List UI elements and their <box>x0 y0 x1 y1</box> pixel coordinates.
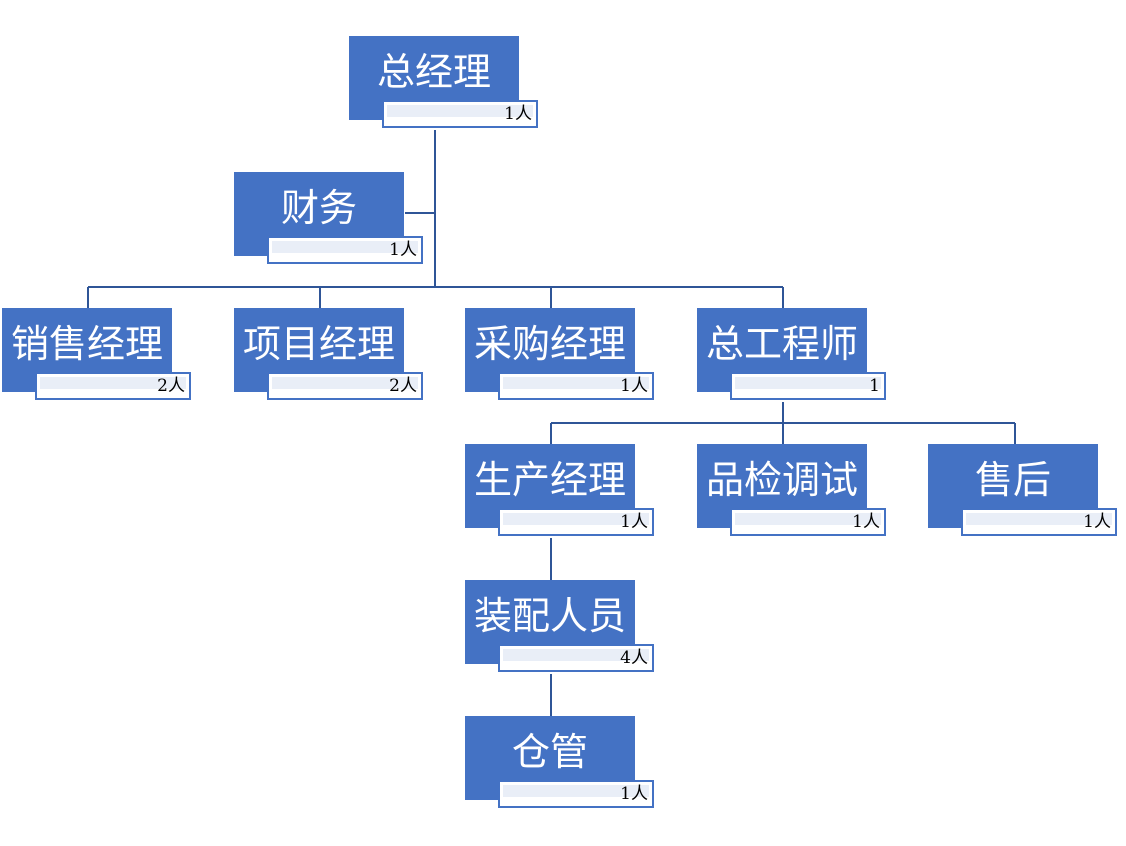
headcount-tag: 1人 <box>498 780 654 808</box>
headcount-label: 2人 <box>389 376 417 396</box>
node-general-manager: 总经理 1人 <box>349 36 539 132</box>
tag-highlight <box>503 513 649 525</box>
node-sales-manager: 销售经理 2人 <box>2 308 192 404</box>
tag-highlight <box>40 377 186 389</box>
node-assembly-staff: 装配人员 4人 <box>465 580 655 676</box>
tag-highlight <box>735 377 881 389</box>
tag-highlight <box>272 377 418 389</box>
headcount-label: 4人 <box>620 648 648 668</box>
node-finance: 财务 1人 <box>234 172 424 268</box>
headcount-tag: 2人 <box>35 372 191 400</box>
node-after-sales: 售后 1人 <box>928 444 1118 540</box>
node-purchasing-manager: 采购经理 1人 <box>465 308 655 404</box>
tag-highlight <box>503 649 649 661</box>
node-warehouse-keeper: 仓管 1人 <box>465 716 655 812</box>
headcount-label: 1人 <box>620 784 648 804</box>
headcount-label: 1人 <box>504 104 532 124</box>
headcount-label: 1人 <box>620 376 648 396</box>
headcount-tag: 1人 <box>730 508 886 536</box>
headcount-label: 1人 <box>389 240 417 260</box>
headcount-tag: 2人 <box>267 372 423 400</box>
headcount-tag: 1人 <box>961 508 1117 536</box>
tag-highlight <box>503 785 649 797</box>
tag-highlight <box>387 105 533 117</box>
headcount-label: 1人 <box>620 512 648 532</box>
node-quality-inspection: 品检调试 1人 <box>697 444 887 540</box>
node-project-manager: 项目经理 2人 <box>234 308 424 404</box>
headcount-tag: 1人 <box>267 236 423 264</box>
node-chief-engineer: 总工程师 1 <box>697 308 887 404</box>
headcount-label: 2人 <box>157 376 185 396</box>
tag-highlight <box>272 241 418 253</box>
node-production-manager: 生产经理 1人 <box>465 444 655 540</box>
headcount-tag: 1人 <box>382 100 538 128</box>
headcount-label: 1人 <box>852 512 880 532</box>
tag-highlight <box>966 513 1112 525</box>
headcount-tag: 1人 <box>498 372 654 400</box>
tag-highlight <box>735 513 881 525</box>
headcount-tag: 1人 <box>498 508 654 536</box>
headcount-tag: 1 <box>730 372 886 400</box>
headcount-tag: 4人 <box>498 644 654 672</box>
tag-highlight <box>503 377 649 389</box>
headcount-label: 1 <box>869 376 880 396</box>
headcount-label: 1人 <box>1083 512 1111 532</box>
